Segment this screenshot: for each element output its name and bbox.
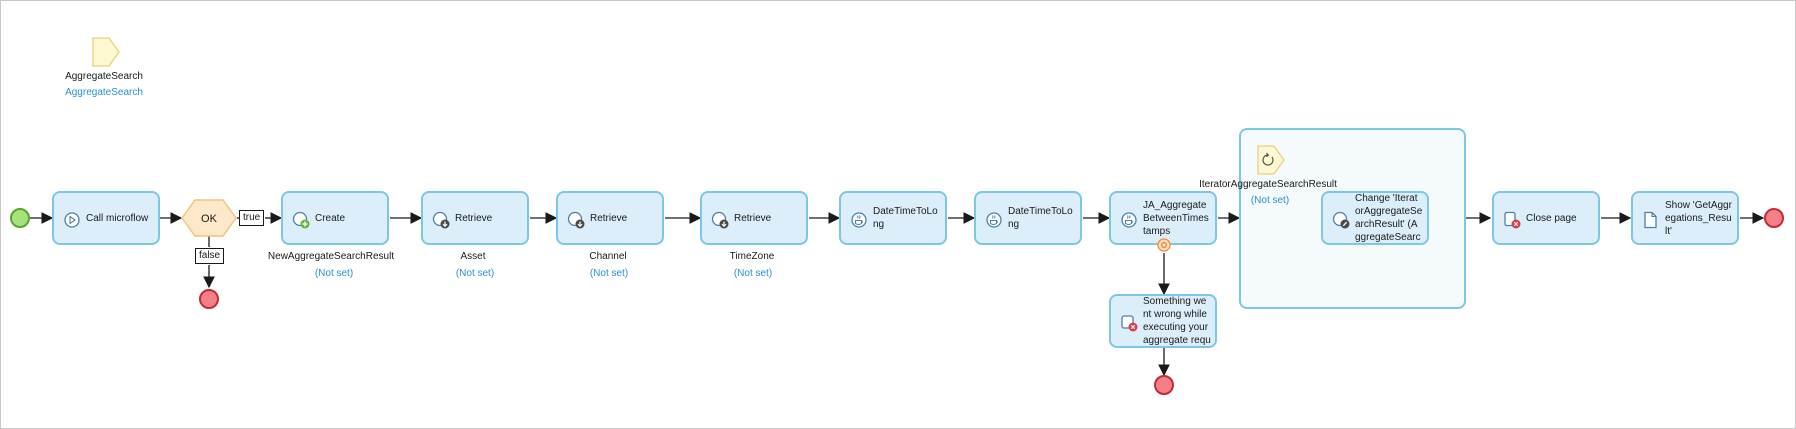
create-object-activity[interactable]: Create (281, 191, 389, 245)
datetime-to-long-activity-2[interactable]: DateTimeToLong (974, 191, 1082, 245)
retrieve-icon (567, 211, 585, 229)
datetime-to-long-label-1: DateTimeToLong (873, 206, 938, 230)
parameter-type[interactable]: AggregateSearch (65, 87, 143, 98)
decision-ok[interactable]: OK (181, 199, 237, 237)
call-microflow-activity[interactable]: Call microflow (52, 191, 160, 245)
retrieve-asset-label: Retrieve (455, 212, 493, 224)
retrieve-channel-activity[interactable]: Retrieve (556, 191, 664, 245)
change-object-icon (1332, 211, 1350, 229)
parameter-name: AggregateSearch (65, 71, 143, 82)
loop-iterator: IteratorAggregateSearchResult (1199, 179, 1337, 190)
show-page-label: Show 'GetAggregations_Result' (1665, 199, 1732, 237)
decision-label: OK (201, 213, 218, 225)
show-message-icon (1121, 315, 1138, 332)
start-event[interactable] (10, 208, 30, 228)
change-object-activity[interactable]: Change 'IteratorAggregateSearchResult' (… (1321, 191, 1429, 245)
close-page-label: Close page (1526, 212, 1577, 224)
ja-aggregate-label: JA_AggregateBetweenTimestamps (1143, 199, 1209, 237)
false-label: false (195, 248, 225, 264)
change-object-label: Change 'IteratorAggregateSearchResult' (… (1355, 193, 1423, 243)
loop-iterator-type[interactable]: (Not set) (1250, 195, 1290, 206)
java-action-icon (851, 212, 867, 228)
loop-icon (1257, 145, 1285, 175)
create-variable: NewAggregateSearchResult (267, 251, 395, 262)
ja-aggregate-activity[interactable]: JA_AggregateBetweenTimestamps (1109, 191, 1217, 245)
end-event-error[interactable] (1154, 375, 1174, 395)
retrieve-channel-type[interactable]: (Not set) (589, 268, 629, 279)
datetime-to-long-label-2: DateTimeToLong (1008, 206, 1073, 230)
end-event-false[interactable] (199, 289, 219, 309)
retrieve-asset-variable: Asset (460, 251, 486, 262)
retrieve-icon (711, 211, 729, 229)
datetime-to-long-activity-1[interactable]: DateTimeToLong (839, 191, 947, 245)
close-page-icon (1504, 211, 1521, 229)
show-page-activity[interactable]: Show 'GetAggregations_Result' (1631, 191, 1739, 245)
end-event[interactable] (1764, 208, 1784, 228)
true-label: true (239, 210, 265, 226)
create-variable-type[interactable]: (Not set) (314, 268, 354, 279)
create-object-icon (292, 211, 310, 229)
show-error-message-label: Something went wrong while executing you… (1143, 296, 1211, 346)
java-action-icon (986, 212, 1002, 228)
retrieve-icon (432, 211, 450, 229)
java-action-icon (1121, 212, 1137, 228)
retrieve-asset-activity[interactable]: Retrieve (421, 191, 529, 245)
error-handler-icon[interactable] (1157, 238, 1171, 252)
call-microflow-icon (64, 212, 80, 228)
retrieve-channel-label: Retrieve (590, 212, 628, 224)
retrieve-timezone-type[interactable]: (Not set) (733, 268, 773, 279)
retrieve-channel-variable: Channel (589, 251, 627, 262)
retrieve-asset-type[interactable]: (Not set) (455, 268, 495, 279)
call-microflow-label: Call microflow (86, 212, 149, 224)
show-page-icon (1644, 211, 1657, 229)
create-object-label: Create (315, 212, 346, 224)
retrieve-timezone-activity[interactable]: Retrieve (700, 191, 808, 245)
close-page-activity[interactable]: Close page (1492, 191, 1600, 245)
retrieve-timezone-variable: TimeZone (729, 251, 775, 262)
parameter-icon[interactable] (92, 37, 120, 67)
show-error-message-activity[interactable]: Something went wrong while executing you… (1109, 294, 1217, 348)
retrieve-timezone-label: Retrieve (734, 212, 772, 224)
